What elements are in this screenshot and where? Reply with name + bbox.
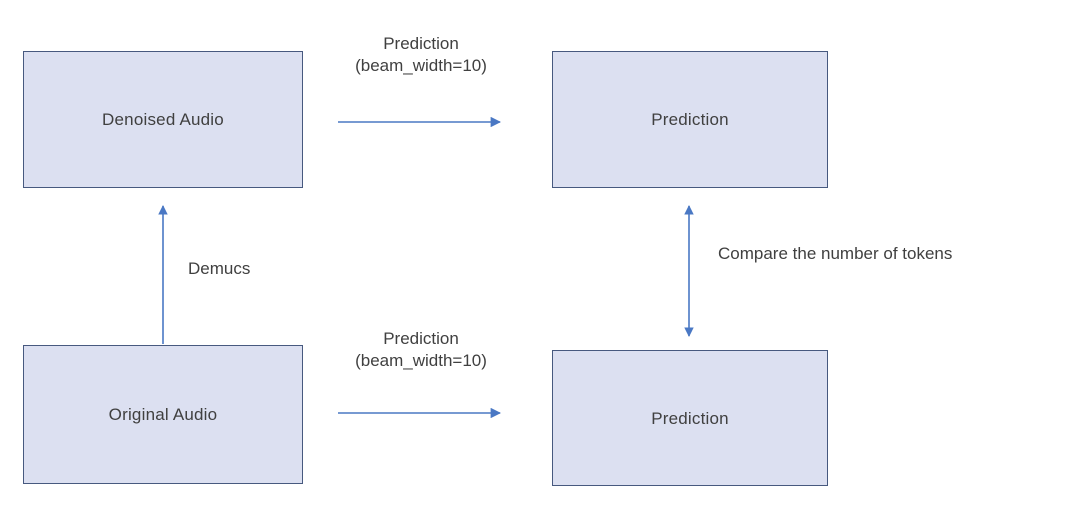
node-denoised-audio[interactable]: Denoised Audio xyxy=(23,51,303,188)
edge-label-line1: Prediction xyxy=(383,34,459,53)
node-original-audio[interactable]: Original Audio xyxy=(23,345,303,484)
edge-label-line1: Demucs xyxy=(188,259,251,278)
edge-label-line2: (beam_width=10) xyxy=(355,351,487,370)
node-label: Denoised Audio xyxy=(102,110,224,129)
edge-label-line2: (beam_width=10) xyxy=(355,56,487,75)
node-label: Original Audio xyxy=(108,405,218,424)
edge-label-line1: Prediction xyxy=(383,329,459,348)
edge-label-original-to-denoised: Demucs xyxy=(188,258,250,280)
node-prediction-bottom[interactable]: Prediction xyxy=(552,350,828,486)
node-prediction-top[interactable]: Prediction xyxy=(552,51,828,188)
edge-label-compare-predictions: Compare the number of tokens xyxy=(718,243,952,265)
edge-label-denoised-to-prediction-top: Prediction (beam_width=10) xyxy=(355,33,487,77)
node-label: Prediction xyxy=(651,408,729,428)
edge-label-line1: Compare the number of tokens xyxy=(718,244,953,263)
node-label: Prediction xyxy=(651,110,729,129)
edge-label-original-to-prediction-bottom: Prediction (beam_width=10) xyxy=(355,328,487,372)
